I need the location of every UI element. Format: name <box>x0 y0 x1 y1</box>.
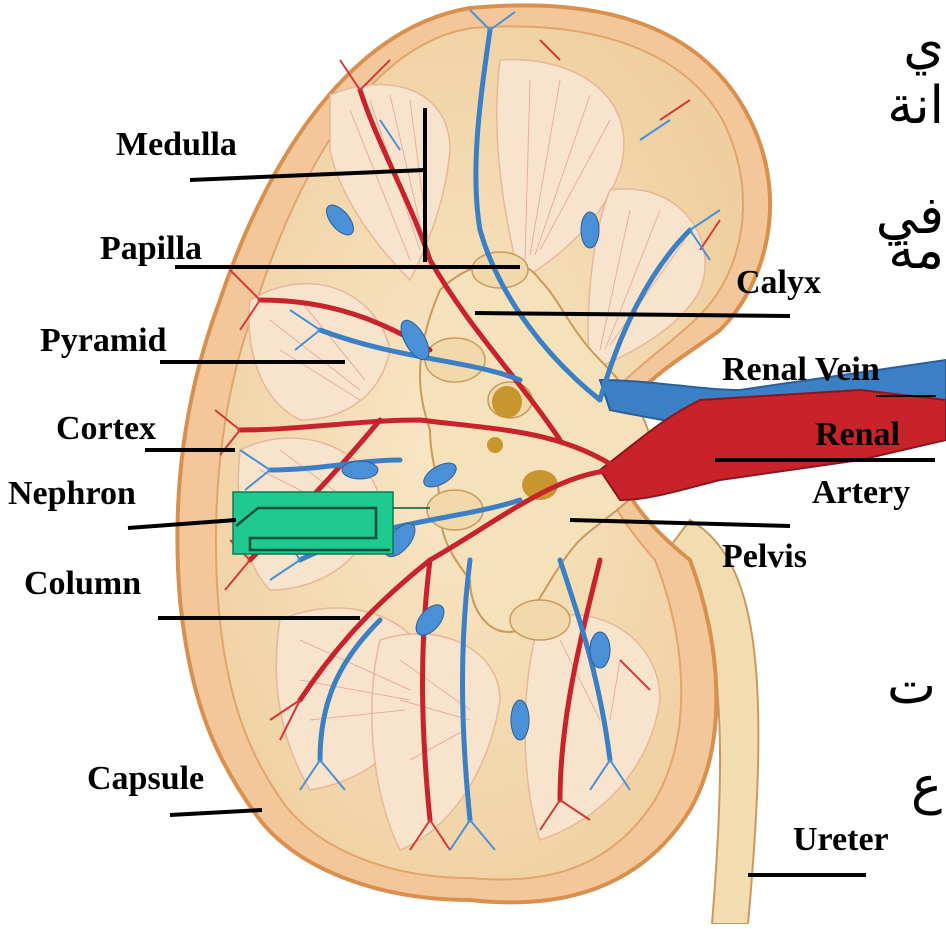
label-nephron: Nephron <box>8 477 136 511</box>
label-renal-vein: Renal Vein <box>722 353 880 387</box>
label-capsule: Capsule <box>87 762 204 796</box>
label-ureter: Ureter <box>793 823 889 857</box>
arabic-fragment-1: ي <box>903 20 944 72</box>
arabic-fragment-2: انة <box>887 80 944 132</box>
label-column: Column <box>24 567 141 601</box>
arabic-fragment-5: ت <box>887 660 936 712</box>
label-cortex: Cortex <box>56 412 156 446</box>
label-pelvis: Pelvis <box>722 540 807 574</box>
arabic-fragment-4: مة <box>888 225 944 277</box>
label-renal-artery-line2: Artery <box>812 476 910 510</box>
label-papilla: Papilla <box>100 232 202 266</box>
label-calyx: Calyx <box>736 266 821 300</box>
label-medulla: Medulla <box>116 128 237 162</box>
label-renal-artery-line1: Renal <box>815 418 900 452</box>
arabic-fragment-6: ع <box>911 760 942 812</box>
label-pyramid: Pyramid <box>40 324 167 358</box>
